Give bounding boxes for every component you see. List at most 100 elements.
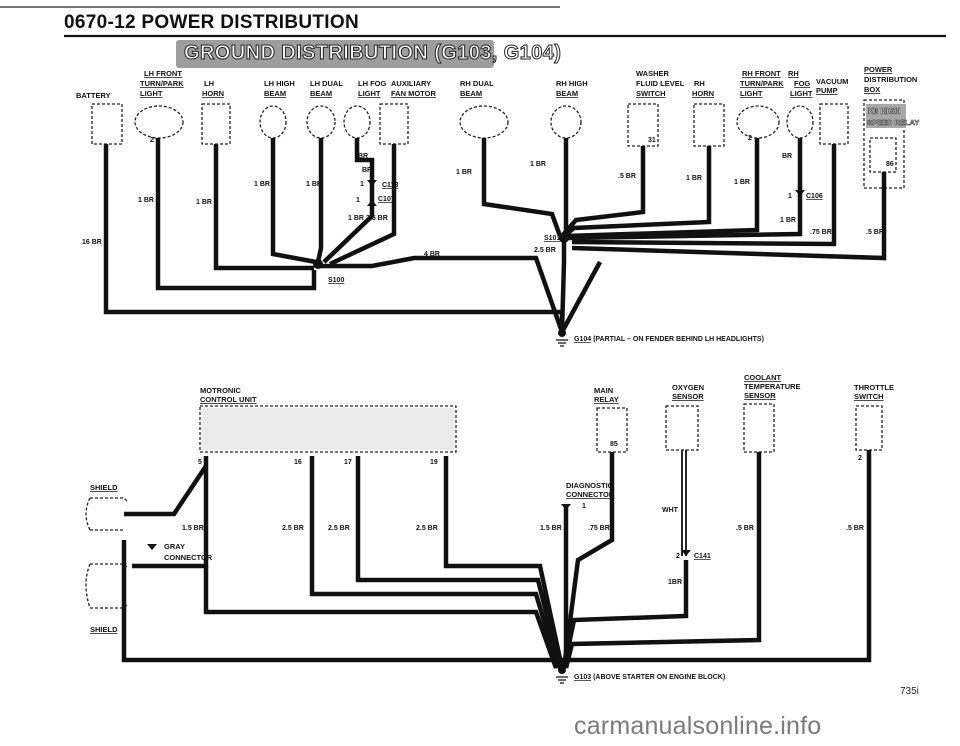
- pin-m17: 17: [344, 459, 352, 466]
- label-rh-high-1: RH HIGH: [556, 79, 588, 88]
- symbol-rh-high-beam: [550, 105, 582, 139]
- bottom-wire-labels: 1.5 BR 2.5 BR 2.5 BR 2.5 BR 1.5 BR .75 B…: [182, 507, 864, 586]
- wire-lh-fog: [322, 138, 375, 264]
- pin-m16: 16: [294, 459, 302, 466]
- wire-relay: [561, 452, 615, 669]
- wire-rh-fog: [567, 138, 803, 241]
- wire-lh-high: [270, 138, 317, 265]
- label-lh-front-3: LIGHT: [140, 89, 163, 98]
- label-rh-fog-3: LIGHT: [790, 89, 813, 98]
- wire-label-rh-horn: 1 BR: [686, 175, 702, 182]
- wire-lh-horn: [213, 144, 314, 271]
- bottom-pin-labels: 5 16 17 19 85 1 2 2: [198, 441, 862, 560]
- wire-label-aux-a: 1 BR: [348, 215, 364, 222]
- wire-coolant: [563, 452, 762, 669]
- bottom-component-labels: MOTRONIC CONTROL UNIT MAIN RELAY OXYGEN …: [90, 373, 894, 634]
- section-banner-title: GROUND DISTRIBUTION (G103, G104): [183, 42, 562, 65]
- connector-label-c107: C107: [378, 196, 395, 203]
- wire-label-washer: .5 BR: [618, 173, 636, 180]
- label-power-dist-1: POWER: [864, 65, 893, 74]
- label-lh-fog-1: LH FOG: [358, 79, 386, 88]
- symbol-rh-horn: [693, 103, 725, 147]
- wire-m19: [443, 456, 565, 669]
- wire-label-lh-fog-b: BR: [362, 167, 372, 174]
- wire-label-rh-fog-a: BR: [782, 153, 792, 160]
- wire-s100-trunk: [318, 255, 565, 333]
- label-coolant-2: TEMPERATURE: [744, 382, 801, 391]
- page-title: 0670-12 POWER DISTRIBUTION: [64, 12, 359, 33]
- connector-gray-icon: [147, 544, 157, 550]
- label-rh-dual-1: RH DUAL: [460, 79, 494, 88]
- ground-g103-desc: (ABOVE STARTER ON ENGINE BLOCK): [591, 674, 725, 681]
- label-diag-1: DIAGNOSTIC: [566, 481, 614, 490]
- wire-washer: [560, 146, 646, 238]
- label-rh-high-2: BEAM: [556, 89, 578, 98]
- label-washer-3: SWITCH: [636, 89, 666, 98]
- wire-label-k6: .5 BR: [866, 229, 884, 236]
- label-washer-1: WASHER: [636, 69, 670, 78]
- label-lh-front-1: LH FRONT: [144, 69, 182, 78]
- wire-label-lh-fog-a: BR: [358, 153, 368, 160]
- ground-g104-label: G104 (PARTIAL – ON FENDER BEHIND LH HEAD…: [574, 336, 764, 343]
- symbol-oxygen-sensor: [665, 405, 699, 451]
- label-lh-high-2: BEAM: [264, 89, 286, 98]
- wire-k6: [571, 172, 887, 261]
- symbol-rh-front-light: [736, 105, 780, 139]
- pin-c106: 1: [788, 193, 792, 200]
- wire-vacuum: [571, 144, 837, 247]
- symbol-rh-fog-light: [786, 105, 814, 139]
- label-rh-front-2: TURN/PARK: [740, 79, 784, 88]
- label-main-relay-2: RELAY: [594, 395, 619, 404]
- symbol-lh-fog-light: [343, 105, 371, 139]
- pin-c113: 1: [360, 181, 364, 188]
- wire-label-lh-high: 1 BR: [254, 181, 270, 188]
- wire-label-gray: 1.5 BR: [182, 525, 204, 532]
- label-throttle-2: SWITCH: [854, 392, 884, 401]
- pin-lh-front: 2: [150, 137, 154, 144]
- label-lh-front-2: TURN/PARK: [140, 79, 184, 88]
- symbol-lh-high-beam: [259, 105, 287, 139]
- wire-lh-dual: [315, 138, 324, 263]
- label-shield-top: SHIELD: [90, 483, 118, 492]
- pin-rh-front: 2: [748, 135, 752, 142]
- label-lh-horn-2: HORN: [202, 89, 224, 98]
- wire-label-s101-trunk: 2.5 BR: [534, 247, 556, 254]
- label-k6-1: K6 HIGH: [868, 107, 901, 116]
- bottom-wires: [121, 450, 872, 669]
- wire-gray-to-ground: [203, 566, 559, 669]
- wire-label-s100-trunk: 4 BR: [424, 251, 440, 258]
- symbol-lh-dual-beam: [306, 105, 336, 139]
- wire-label-relay: .75 BR: [588, 525, 610, 532]
- label-rh-front-3: LIGHT: [740, 89, 763, 98]
- label-lh-dual-2: BEAM: [310, 89, 332, 98]
- wire-s101-trunk: [559, 240, 567, 333]
- label-power-dist-3: BOX: [864, 85, 880, 94]
- label-lh-high-1: LH HIGH: [264, 79, 295, 88]
- label-vacuum-1: VACUUM: [816, 77, 848, 86]
- splice-s101: [559, 233, 569, 243]
- wire-rh-front: [565, 138, 760, 239]
- label-lh-horn-1: LH: [204, 79, 214, 88]
- pin-washer: 31: [648, 137, 656, 144]
- wire-label-throttle: .5 BR: [846, 525, 864, 532]
- label-motronic-1: MOTRONIC: [200, 386, 241, 395]
- symbol-vacuum-pump: [819, 103, 849, 145]
- pin-m19: 19: [430, 459, 438, 466]
- ground-g104-icon: [556, 339, 568, 347]
- symbol-motronic-ecu: [199, 405, 457, 453]
- label-throttle-1: THROTTLE: [854, 383, 894, 392]
- label-rh-fog-2: FOG: [794, 79, 810, 88]
- symbol-aux-fan-motor: [379, 103, 409, 145]
- wire-label-rh-fog-b: 1 BR: [780, 217, 796, 224]
- label-oxygen-2: SENSOR: [672, 392, 704, 401]
- wire-aux: [329, 144, 397, 267]
- wire-s100-right: [560, 260, 602, 334]
- wire-label-m19: 2.5 BR: [416, 525, 438, 532]
- symbol-coolant-sensor: [743, 403, 775, 453]
- top-connector-labels: C113 C107 C106 S100 S101: [328, 182, 823, 284]
- splice-s100: [313, 259, 323, 269]
- pin-c107: 1: [356, 197, 360, 204]
- label-coolant-1: COOLANT: [744, 373, 781, 382]
- label-shield-bottom: SHIELD: [90, 625, 118, 634]
